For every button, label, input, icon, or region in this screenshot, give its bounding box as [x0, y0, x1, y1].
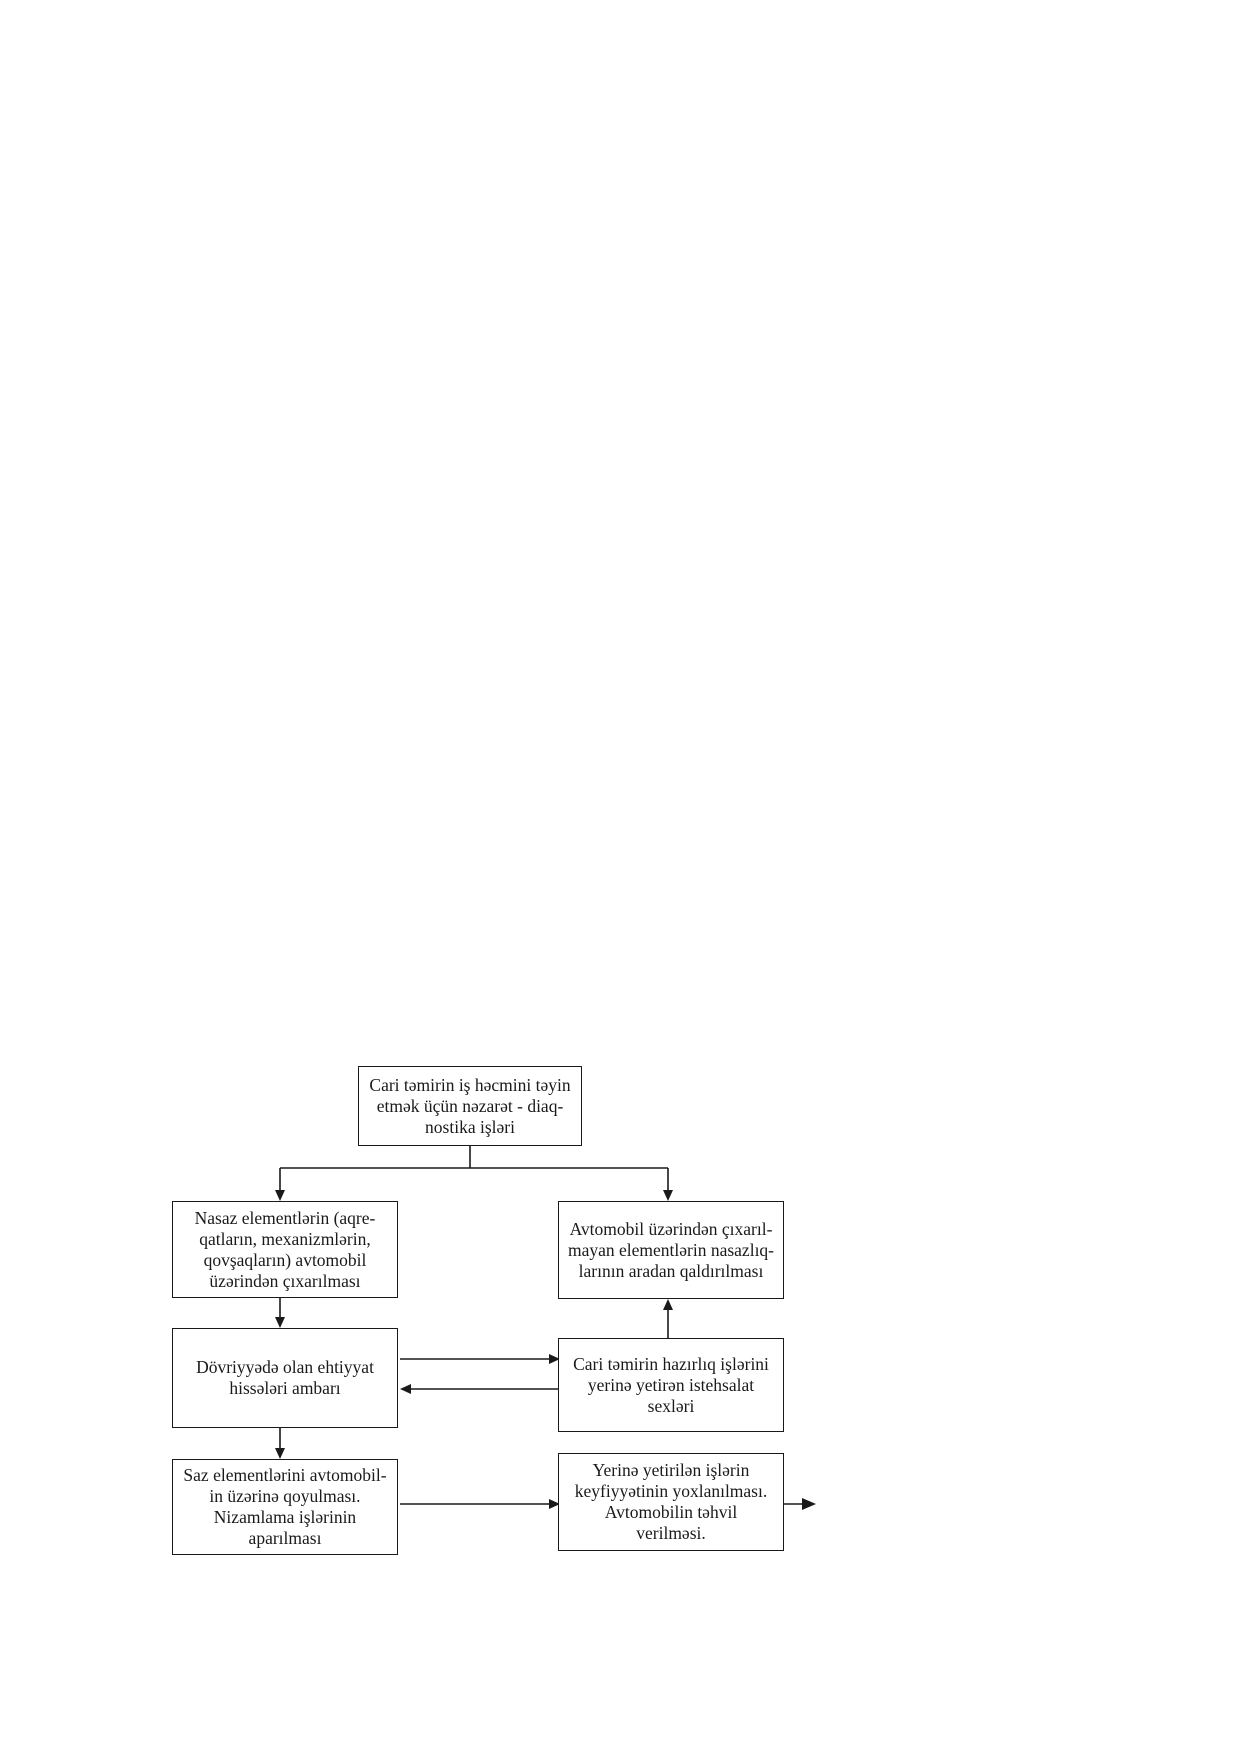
arrowhead-to-left-2: [275, 1317, 285, 1328]
box-remove-faulty-elements: Nasaz elementlərin (aqre- qatların, mexa…: [172, 1201, 398, 1298]
box-repair-on-vehicle: Avtomobil üzərindən çıxarıl- mayan eleme…: [558, 1201, 784, 1299]
arrowhead-to-right-1: [663, 1190, 673, 1201]
arrowhead-to-left-1: [275, 1190, 285, 1201]
box-spare-parts-store: Dövriyyədə olan ehtiyyat hissələri ambar…: [172, 1328, 398, 1428]
arrowhead-to-right-1-up: [663, 1299, 673, 1310]
arrowhead-exit: [802, 1498, 816, 1510]
arrowhead-to-left-2-side: [400, 1384, 411, 1394]
arrowhead-to-right-2: [549, 1354, 560, 1364]
box-diagnostics: Cari təmirin iş həcmini təyin etmək üçün…: [358, 1066, 582, 1146]
box-preparation-workshops: Cari təmirin hazırlıq işlərini yerinə ye…: [558, 1338, 784, 1432]
arrowhead-to-left-3: [275, 1448, 285, 1459]
arrowhead-to-right-3: [549, 1499, 560, 1509]
box-install-elements: Saz elementlərini avtomobil- in üzərinə …: [172, 1459, 398, 1555]
box-quality-check-delivery: Yerinə yetirilən işlərin keyfiyyətinin y…: [558, 1453, 784, 1551]
